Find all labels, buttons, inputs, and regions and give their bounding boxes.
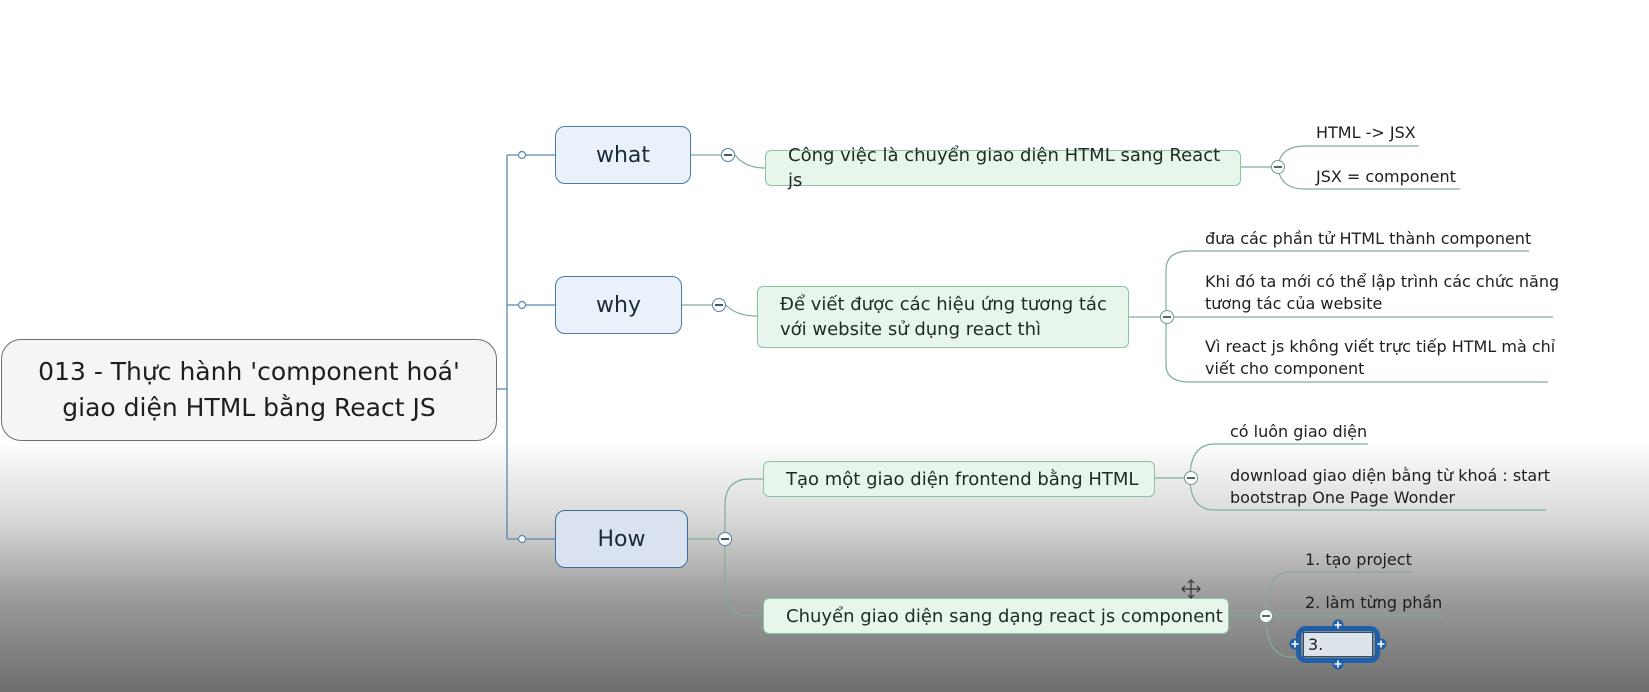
subtopic-how-2[interactable]: Chuyển giao diện sang dạng react js comp… bbox=[763, 598, 1229, 634]
resize-handle-icon[interactable] bbox=[1289, 638, 1301, 650]
leaf-item[interactable]: JSX = component bbox=[1316, 167, 1456, 186]
subtopic-text: Chuyển giao diện sang dạng react js comp… bbox=[786, 605, 1223, 627]
collapse-icon[interactable] bbox=[712, 298, 726, 312]
leaf-line-2: bootstrap One Page Wonder bbox=[1230, 488, 1456, 507]
subtopic-text: Công việc là chuyển giao diện HTML sang … bbox=[788, 145, 1221, 191]
collapse-icon[interactable] bbox=[1184, 471, 1198, 485]
resize-handle-icon[interactable] bbox=[1375, 638, 1387, 650]
leaf-item[interactable]: có luôn giao diện bbox=[1230, 422, 1368, 441]
collapse-icon[interactable] bbox=[1271, 160, 1285, 174]
topic-why[interactable]: why bbox=[555, 276, 682, 334]
leaf-item[interactable]: Vì react js không viết trực tiếp HTML mà… bbox=[1205, 336, 1555, 380]
collapse-icon[interactable] bbox=[718, 532, 732, 546]
collapse-icon[interactable] bbox=[721, 148, 735, 162]
leaf-item[interactable]: 1. tạo project bbox=[1305, 550, 1412, 569]
collapse-icon[interactable] bbox=[1259, 609, 1273, 623]
leaf-line-1: download giao diện bằng từ khoá : start bbox=[1230, 466, 1551, 485]
central-topic-line-2: giao diện HTML bằng React JS bbox=[62, 393, 436, 422]
leaf-item[interactable]: download giao diện bằng từ khoá : start … bbox=[1230, 465, 1550, 509]
subtopic-text: Tạo một giao diện frontend bằng HTML bbox=[786, 468, 1139, 490]
resize-handle-icon[interactable] bbox=[1332, 658, 1344, 670]
subtopic-how-1[interactable]: Tạo một giao diện frontend bằng HTML bbox=[763, 461, 1155, 497]
leaf-item[interactable]: 2. làm từng phần bbox=[1305, 593, 1443, 612]
leaf-item[interactable]: đưa các phần tử HTML thành component bbox=[1205, 229, 1532, 248]
leaf-line-1: Vì react js không viết trực tiếp HTML mà… bbox=[1205, 337, 1556, 356]
topic-edit-input[interactable]: 3. bbox=[1303, 632, 1373, 657]
leaf-item[interactable]: Khi đó ta mới có thể lập trình các chức … bbox=[1205, 271, 1559, 315]
central-topic-line-1: 013 - Thực hành 'component hoá' bbox=[38, 357, 460, 386]
leaf-line-1: Khi đó ta mới có thể lập trình các chức … bbox=[1205, 272, 1560, 291]
topic-what[interactable]: what bbox=[555, 126, 691, 184]
resize-handle-icon[interactable] bbox=[1332, 619, 1344, 631]
central-topic[interactable]: 013 - Thực hành 'component hoá' giao diệ… bbox=[1, 339, 497, 441]
subtopic-text-line-2: với website sử dụng react thì bbox=[780, 319, 1041, 340]
topic-what-label: what bbox=[595, 142, 651, 168]
subtopic-what-1[interactable]: Công việc là chuyển giao diện HTML sang … bbox=[765, 145, 1241, 191]
topic-how[interactable]: How bbox=[555, 510, 688, 568]
subtopic-why-1[interactable]: Để viết được các hiệu ứng tương tác với … bbox=[757, 286, 1129, 348]
editing-topic[interactable]: 3. bbox=[1289, 619, 1387, 670]
collapse-icon[interactable] bbox=[1160, 310, 1174, 324]
move-cursor-icon bbox=[1181, 579, 1201, 599]
topic-why-label: why bbox=[596, 292, 641, 318]
topic-how-label: How bbox=[597, 526, 646, 552]
subtopic-text-line-1: Để viết được các hiệu ứng tương tác bbox=[780, 294, 1107, 315]
leaf-line-2: tương tác của website bbox=[1205, 294, 1383, 313]
leaf-line-2: viết cho component bbox=[1205, 359, 1365, 378]
leaf-item[interactable]: HTML -> JSX bbox=[1316, 123, 1416, 142]
